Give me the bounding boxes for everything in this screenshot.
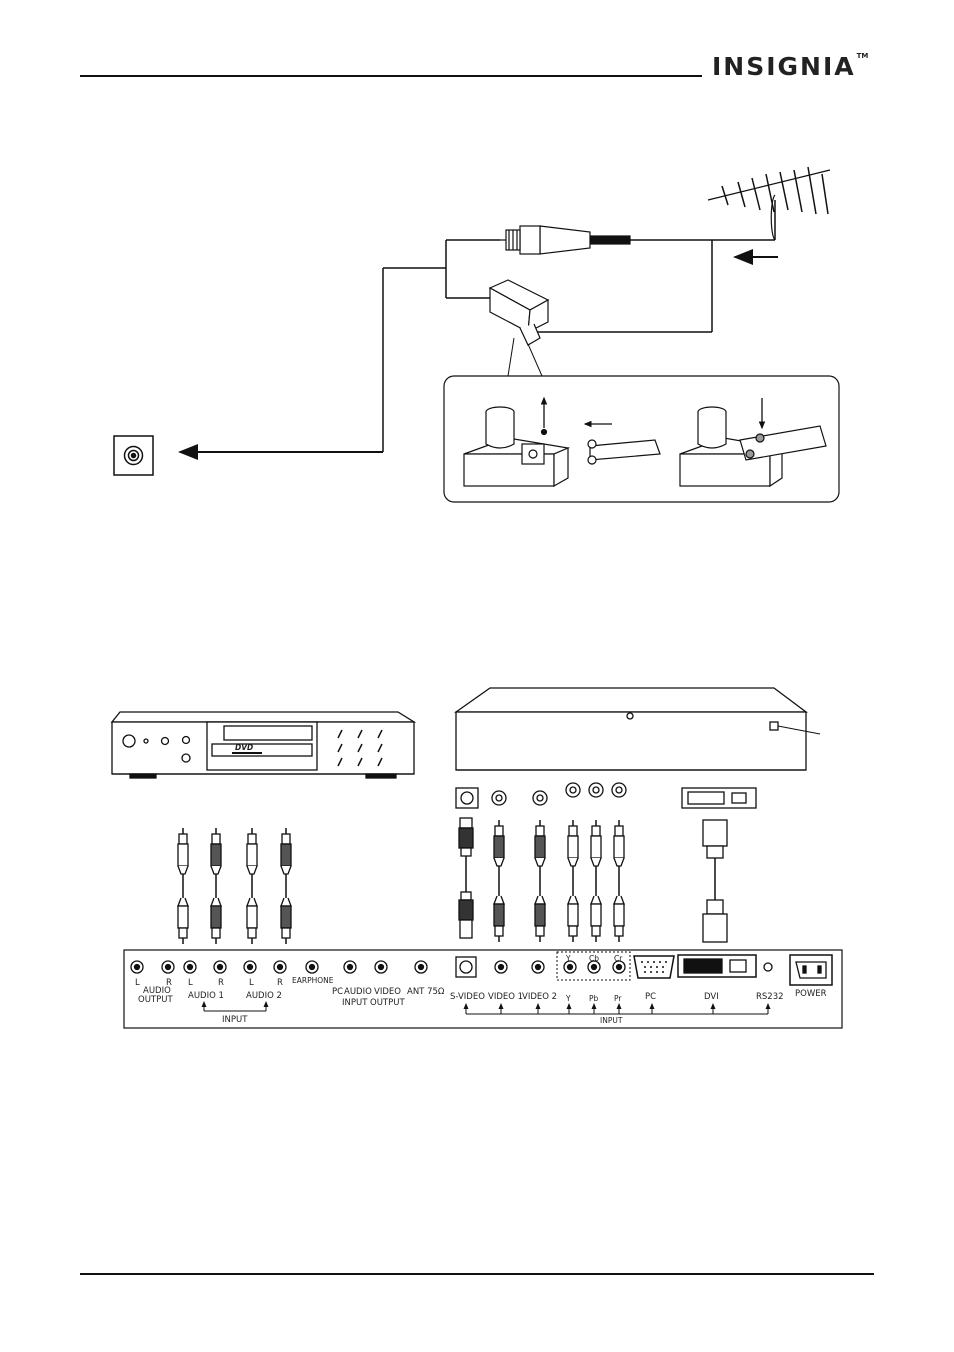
audio-output-line2: OUTPUT — [138, 995, 173, 1005]
audio-output-r: R — [166, 978, 172, 988]
panel-rca-jack — [563, 960, 577, 974]
transformer-detail-box — [443, 375, 840, 503]
component-group-box — [556, 951, 631, 981]
earphone-label: EARPHONE — [292, 976, 334, 985]
panel-rca-jack — [161, 960, 175, 974]
input-word: INPUT — [342, 998, 368, 1008]
y-top-label: Y — [565, 954, 571, 963]
dvd-player-icon — [110, 711, 417, 779]
dvd-disc-label: DVD — [235, 743, 253, 752]
audio1-r: R — [218, 978, 224, 988]
rs232-label: RS232 — [756, 992, 784, 1002]
panel-rca-jack — [213, 960, 227, 974]
dvi-port — [677, 954, 757, 978]
power-label: POWER — [795, 989, 827, 999]
input-left-label: INPUT — [222, 1015, 248, 1025]
panel-rca-jack — [243, 960, 257, 974]
input-bracket-left — [201, 1001, 269, 1012]
rs232-port — [763, 962, 773, 972]
audio2-label: AUDIO 2 — [246, 991, 282, 1001]
pc-audio-label: PC — [332, 987, 343, 997]
panel-rca-jack — [414, 960, 428, 974]
panel-rca-jack — [612, 960, 626, 974]
coax-connector-icon — [500, 225, 631, 255]
panel-labels: L R AUDIO OUTPUT L R AUDIO 1 L R AUDIO 2… — [135, 954, 827, 1025]
antenna-icon — [707, 166, 831, 241]
rca-cable — [590, 820, 602, 942]
svideo-label: S-VIDEO — [450, 992, 485, 1002]
input-right-label: INPUT — [600, 1016, 623, 1025]
transformer-detail-right — [679, 398, 827, 488]
video-word: VIDEO — [374, 987, 401, 997]
transformer-detail-left — [463, 396, 661, 488]
panel-rca-jack — [531, 960, 545, 974]
audio1-l: L — [188, 978, 193, 988]
footer-rule — [80, 1273, 874, 1275]
rca-cable — [177, 828, 189, 944]
transformer-icon — [488, 279, 550, 346]
header-rule — [80, 75, 702, 77]
pc-vga-port — [633, 955, 675, 979]
output-word: OUTPUT — [370, 998, 405, 1008]
stb-output-jacks — [455, 782, 757, 809]
set-top-box-icon — [453, 687, 821, 771]
panel-svideo-jack — [455, 956, 477, 978]
svideo-cable — [458, 817, 474, 939]
panel-rca-jack — [273, 960, 287, 974]
pr-label: Pr — [614, 994, 622, 1003]
panel-rca-jack — [343, 960, 357, 974]
audio2-l: L — [249, 978, 254, 988]
audio-output-line1: AUDIO — [143, 986, 171, 996]
pb-label: Pb — [589, 994, 599, 1003]
panel-rca-jack — [183, 960, 197, 974]
ant-label: ANT 75Ω — [407, 987, 445, 997]
cr-label: Cr — [614, 954, 623, 963]
input-bracket-right — [463, 1003, 771, 1015]
panel-jacks — [130, 956, 626, 978]
video1-label: VIDEO 1 — [488, 992, 523, 1002]
rca-cable — [246, 828, 258, 944]
panel-rca-jack — [494, 960, 508, 974]
audio-output-l: L — [135, 978, 140, 988]
pc-label: PC — [645, 992, 656, 1002]
audio2-r: R — [277, 978, 283, 988]
rca-cable — [280, 828, 292, 944]
panel-rca-jack — [374, 960, 388, 974]
panel-rca-jack — [305, 960, 319, 974]
dvi-cable — [702, 819, 728, 943]
y-bottom-label: Y — [565, 994, 571, 1003]
cb-label: Cb — [589, 954, 599, 963]
panel-rca-jack — [587, 960, 601, 974]
cables — [177, 817, 728, 944]
video2-label: VIDEO 2 — [522, 992, 557, 1002]
audio1-label: AUDIO 1 — [188, 991, 224, 1001]
rca-cable — [210, 828, 222, 944]
rca-cable — [613, 820, 625, 942]
antenna-jack-icon — [113, 435, 154, 476]
antenna-connection-diagram — [113, 166, 840, 503]
power-socket — [789, 954, 833, 986]
rca-cable — [534, 820, 546, 942]
insignia-logo: INSIGNIATM — [712, 52, 869, 81]
panel-rca-jack — [130, 960, 144, 974]
audio-word: AUDIO — [344, 987, 372, 997]
dvi-label: DVI — [704, 992, 719, 1002]
dvd-connection-diagram: DVD — [110, 687, 843, 1029]
rca-cable — [567, 820, 579, 942]
rca-cable — [493, 820, 505, 942]
